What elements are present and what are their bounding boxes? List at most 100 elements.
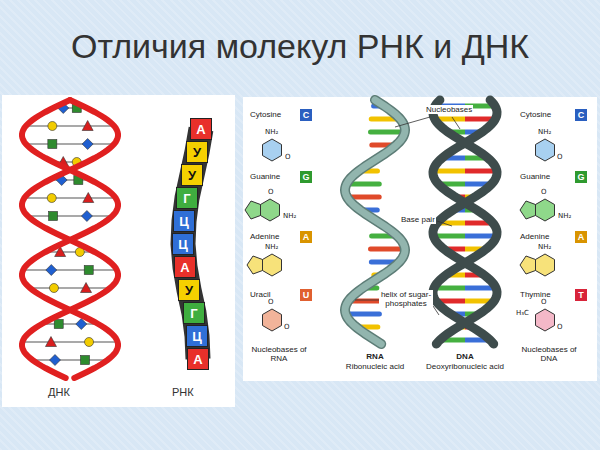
atom-label: O xyxy=(268,298,274,306)
node-letter: C xyxy=(303,111,310,120)
part-label: Nucleobases of DNA xyxy=(518,345,580,363)
rna-nucleotide-box: Ц xyxy=(173,210,195,232)
adenine-ring xyxy=(520,256,536,274)
title: Отличия молекул РНК и ДНК xyxy=(71,28,529,65)
atom-label: O xyxy=(268,188,274,196)
circle-symbol xyxy=(48,122,57,131)
atom-label: O xyxy=(284,323,290,331)
part-label: RNA xyxy=(345,352,405,361)
molecule-name: ДНК xyxy=(48,386,70,399)
base-rung xyxy=(32,359,107,360)
rna-nucleotide-box: А xyxy=(190,118,212,140)
node-letter: Г xyxy=(183,192,190,205)
adenine-ring xyxy=(263,254,282,276)
nucleobase-letter-box: G xyxy=(575,171,587,183)
rna-nucleotide-box: Ц xyxy=(172,233,194,255)
dna-strand xyxy=(22,100,118,378)
base-rung xyxy=(45,251,94,252)
base-rung xyxy=(26,143,114,144)
rna-nucleotide-box: Г xyxy=(183,302,205,324)
part-label: Adenine xyxy=(520,232,549,241)
node-letter: Ц xyxy=(178,238,188,251)
atom-label: NH₂ xyxy=(538,128,551,136)
node-letter: Ц xyxy=(179,215,189,228)
square-symbol xyxy=(84,266,93,275)
part-label: Guanine xyxy=(520,172,550,181)
base-rung xyxy=(24,197,115,198)
base-rung xyxy=(42,323,98,324)
rna-nucleotide-box: А xyxy=(187,348,209,370)
atom-label: O xyxy=(557,153,563,161)
part-label: DNA xyxy=(435,352,495,361)
node-letter: Г xyxy=(190,307,197,320)
cytosine-ring xyxy=(263,139,282,161)
node-letter: G xyxy=(577,173,584,182)
node-letter: А xyxy=(180,261,189,274)
square-symbol xyxy=(48,140,57,149)
node-letter: C xyxy=(578,111,585,120)
part-label: Guanine xyxy=(250,172,280,181)
nucleobase-letter-box: A xyxy=(575,231,587,243)
diamond-symbol xyxy=(82,139,93,150)
dna-strand xyxy=(22,100,118,378)
molecule-name: РНК xyxy=(172,386,194,399)
adenine-ring xyxy=(247,256,263,274)
node-letter: У xyxy=(188,169,196,182)
node-letter: A xyxy=(578,233,585,242)
node-letter: У xyxy=(193,146,201,159)
rna-nucleotide-box: У xyxy=(186,141,208,163)
rna-nucleotide-box: У xyxy=(181,164,203,186)
node-letter: T xyxy=(578,291,584,300)
atom-label: NH₂ xyxy=(558,212,571,220)
guanine-ring xyxy=(261,199,280,221)
part-label: Deoxyribonucleic acid xyxy=(415,362,515,371)
part-label: Uracil xyxy=(250,290,270,299)
leader-line xyxy=(355,300,379,301)
leader-line xyxy=(452,117,460,129)
node-letter: U xyxy=(303,291,310,300)
part-label: Nucleobases of RNA xyxy=(248,345,310,363)
guanine-ring xyxy=(536,199,555,221)
node-letter: G xyxy=(302,173,309,182)
part-label: Cytosine xyxy=(520,110,551,119)
guanine-ring xyxy=(520,201,536,219)
part-label: Cytosine xyxy=(250,110,281,119)
atom-label: O xyxy=(285,153,291,161)
node-letter: У xyxy=(185,284,193,297)
adenine-ring xyxy=(536,254,555,276)
part-label: Thymine xyxy=(520,290,551,299)
right-panel xyxy=(243,97,597,381)
atom-label: NH₂ xyxy=(265,243,278,251)
nucleobase-letter-box: C xyxy=(575,109,587,121)
uracil-ring xyxy=(263,309,282,331)
node-letter: А xyxy=(196,123,205,136)
base-rung xyxy=(23,269,117,270)
atom-label: NH₂ xyxy=(538,243,551,251)
atom-label: NH₂ xyxy=(265,128,278,136)
dna-backbone xyxy=(433,100,497,344)
base-rung xyxy=(26,125,114,126)
triangle-symbol xyxy=(82,121,93,131)
triangle-symbol xyxy=(83,193,94,203)
atom-label: H₃C xyxy=(516,309,529,317)
diamond-symbol xyxy=(81,211,92,222)
nucleobase-letter-box: U xyxy=(300,289,312,301)
square-symbol xyxy=(54,320,63,329)
leader-lines xyxy=(355,117,460,315)
rna-nucleotide-box: А xyxy=(174,256,196,278)
square-symbol xyxy=(81,356,90,365)
part-label: Base pair xyxy=(400,215,436,224)
leader-line xyxy=(433,306,439,315)
atom-label: NH₂ xyxy=(283,212,296,220)
left-panel xyxy=(2,95,235,407)
nucleobase-letter-box: A xyxy=(300,231,312,243)
atom-label: O xyxy=(541,298,547,306)
leader-line xyxy=(395,117,430,127)
right-helices xyxy=(345,100,497,344)
base-rung xyxy=(30,287,110,288)
dna-backbone xyxy=(433,100,497,344)
base-rung xyxy=(22,341,117,342)
guanine-ring xyxy=(245,201,261,219)
part-label: Adenine xyxy=(250,232,279,241)
square-symbol xyxy=(49,212,58,221)
